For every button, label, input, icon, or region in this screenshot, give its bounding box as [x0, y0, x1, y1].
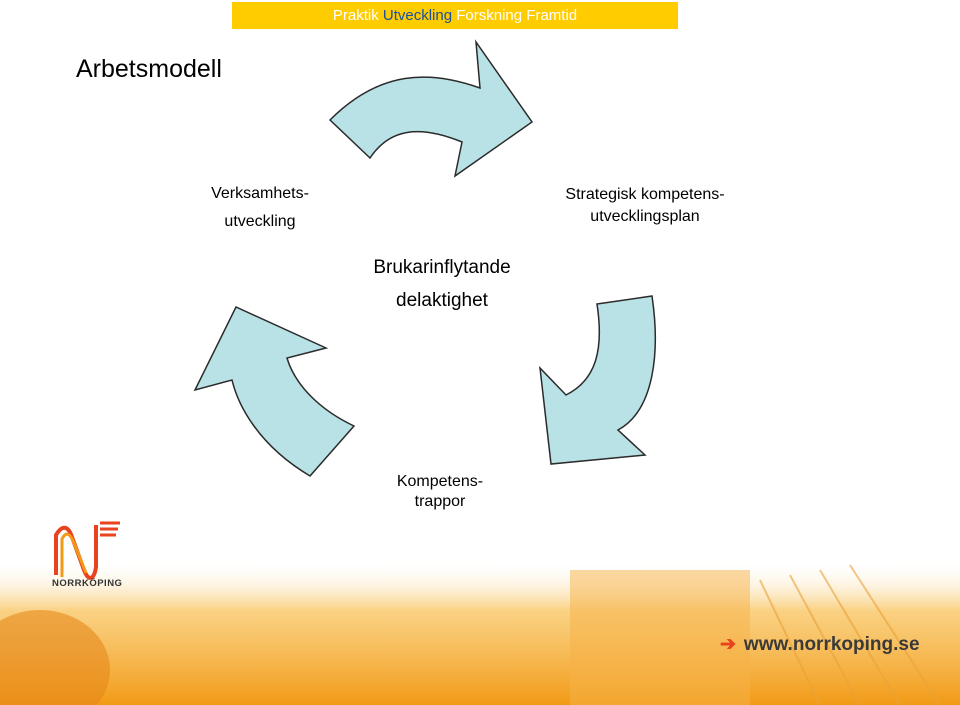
label-strategisk-line1: Strategisk kompetens- [565, 186, 725, 203]
footer-url[interactable]: ➔ www.norrkoping.se [720, 633, 920, 656]
label-center-line2: delaktighet [396, 290, 488, 311]
banner-word-utveckling: Utveckling [382, 7, 453, 24]
banner-word-framtid: Framtid [526, 7, 578, 24]
label-kompetens-line2: trappor [414, 493, 466, 510]
arrow-left-icon [193, 306, 356, 477]
label-kompetenstrappor: Kompetens- trappor [385, 474, 495, 510]
logo-wordmark: NORRKÖPING [52, 578, 123, 589]
page-title: Arbetsmodell [76, 55, 222, 83]
banner-word-forskning: Forskning [456, 7, 523, 24]
arrow-right-icon [539, 295, 656, 465]
footer-photo-band [0, 560, 960, 705]
label-verksamhet-line1: Verksamhets- [211, 185, 309, 202]
banner-word-praktik: Praktik [332, 7, 379, 24]
header-banner: Praktik Utveckling Forskning Framtid [232, 2, 678, 29]
label-strategisk: Strategisk kompetens- utvecklingsplan [555, 187, 735, 225]
label-strategisk-line2: utvecklingsplan [590, 208, 700, 225]
label-center-line1: Brukarinflytande [373, 257, 511, 278]
label-verksamhetsutveckling: Verksamhets- utveckling [200, 186, 320, 230]
label-kompetens-line1: Kompetens- [396, 473, 484, 490]
footer-url-text: www.norrkoping.se [743, 634, 920, 655]
label-brukarinflytande: Brukarinflytande delaktighet [362, 258, 522, 310]
label-verksamhet-line2: utveckling [224, 213, 296, 230]
arrow-right-icon: ➔ [720, 634, 736, 655]
norrkoping-logo-icon [54, 521, 120, 580]
arrow-top-icon [328, 39, 534, 178]
